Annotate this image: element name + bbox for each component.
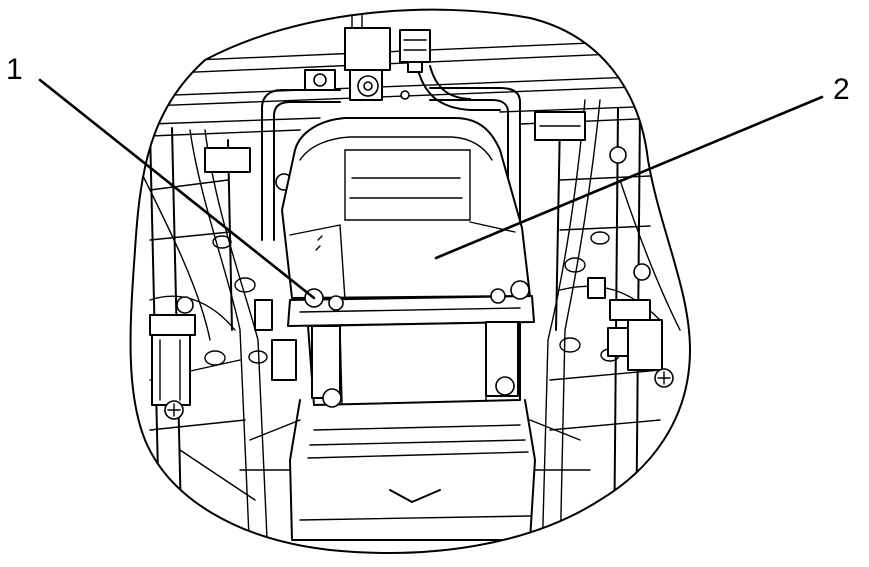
callout-label-2: 2 <box>833 73 850 106</box>
leader-line-2 <box>434 95 824 260</box>
cover-housing <box>281 117 531 299</box>
leader-line-1 <box>38 78 316 300</box>
machine-linework <box>139 11 681 553</box>
callout-label-1: 1 <box>6 53 23 86</box>
view-outline <box>129 8 691 554</box>
